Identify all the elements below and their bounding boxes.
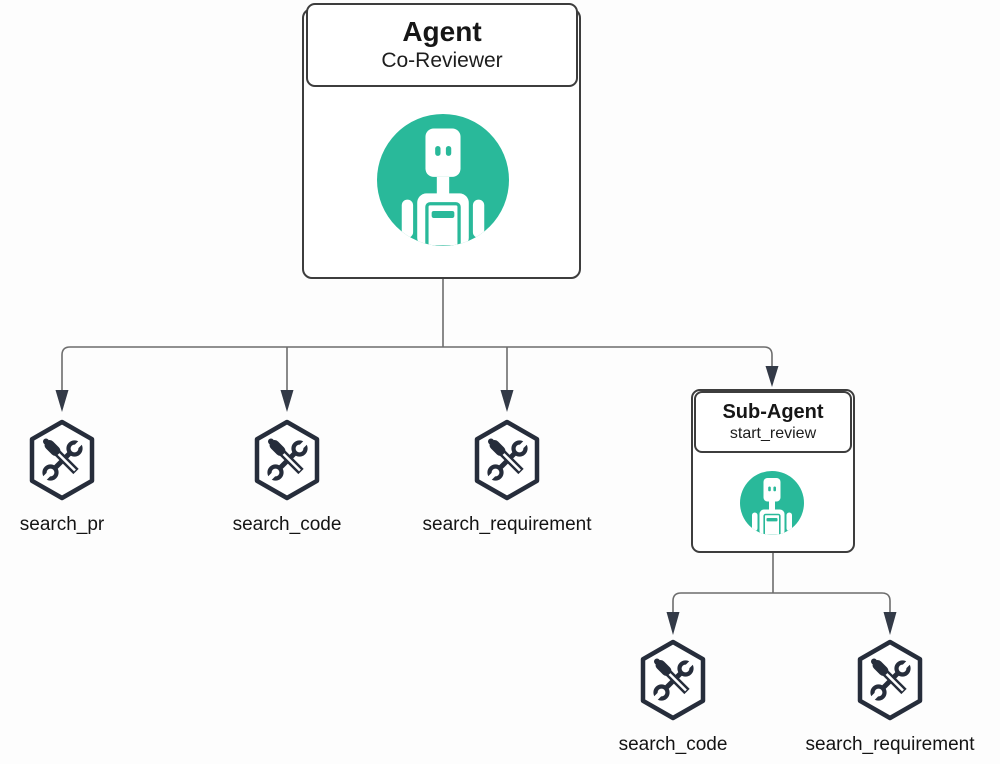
tool-node-sub-search-requirement: search_requirement bbox=[780, 638, 1000, 756]
edge-to-sub-search-requirement bbox=[773, 592, 891, 613]
tool-label: search_code bbox=[232, 514, 342, 535]
agent-title: Agent bbox=[402, 16, 482, 47]
agent-subtitle: Co-Reviewer bbox=[381, 49, 503, 72]
arrowhead-icon bbox=[55, 390, 69, 412]
tool-node-search-requirement: search_requirement bbox=[397, 418, 617, 536]
sub-agent-subtitle: start_review bbox=[729, 425, 817, 442]
tools-hexagon-icon bbox=[249, 418, 325, 502]
tool-label: search_requirement bbox=[805, 734, 975, 755]
tool-label: search_code bbox=[618, 734, 728, 755]
tool-label: search_pr bbox=[19, 514, 105, 535]
arrowhead-icon bbox=[765, 366, 779, 387]
arrowhead-icon bbox=[500, 390, 514, 412]
agent-node-header: Agent Co-Reviewer bbox=[306, 3, 578, 87]
tool-label: search_requirement bbox=[422, 514, 592, 535]
edge-to-sub-agent bbox=[443, 346, 773, 367]
tools-hexagon-icon bbox=[852, 638, 928, 722]
tools-hexagon-icon bbox=[469, 418, 545, 502]
edge-to-search-pr bbox=[61, 346, 443, 391]
tool-node-search-code: search_code bbox=[177, 418, 397, 536]
sub-agent-title: Sub-Agent bbox=[722, 401, 824, 423]
edge-to-sub-search-code bbox=[672, 592, 773, 613]
tool-node-search-pr: search_pr bbox=[0, 418, 172, 536]
arrowhead-icon bbox=[280, 390, 294, 412]
arrowhead-icon bbox=[666, 612, 680, 635]
tool-node-sub-search-code: search_code bbox=[563, 638, 783, 756]
robot-icon bbox=[740, 471, 804, 535]
sub-agent-node-header: Sub-Agent start_review bbox=[694, 391, 852, 453]
arrowhead-icon bbox=[883, 612, 897, 635]
tools-hexagon-icon bbox=[635, 638, 711, 722]
robot-icon bbox=[377, 114, 509, 246]
tools-hexagon-icon bbox=[24, 418, 100, 502]
